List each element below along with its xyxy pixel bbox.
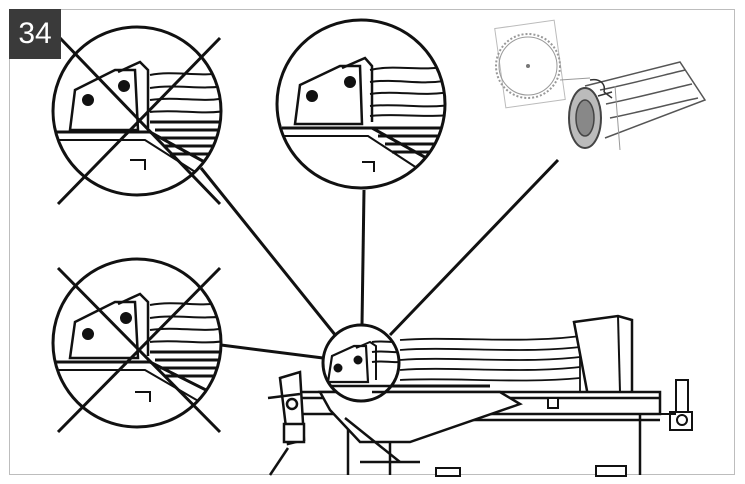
saw-blade-icon: [494, 19, 566, 109]
machine-log: [399, 332, 581, 392]
machine-lever: [267, 370, 306, 476]
cross-icon: [56, 266, 222, 434]
leader-line-top-center: [360, 189, 366, 326]
leader-lines: [199, 158, 560, 360]
log-splitter-machine: [267, 314, 693, 477]
leader-line-top-right: [388, 158, 560, 337]
pusher-block: [572, 314, 634, 398]
leader-line-middle-left: [220, 343, 324, 360]
log-icon: [559, 61, 707, 151]
detail-top-right: [494, 19, 707, 151]
detail-top-left: [51, 25, 223, 206]
machine-table: [317, 390, 523, 464]
cross-icon: [56, 36, 222, 206]
step-number-badge: 34: [9, 9, 61, 59]
leader-line-top-left: [199, 167, 338, 337]
detail-source-circle: [321, 323, 401, 403]
detail-middle-left: [51, 257, 223, 434]
detail-top-center: [275, 18, 447, 190]
machine-end-knob: [660, 379, 693, 431]
figure-frame: [9, 9, 735, 475]
